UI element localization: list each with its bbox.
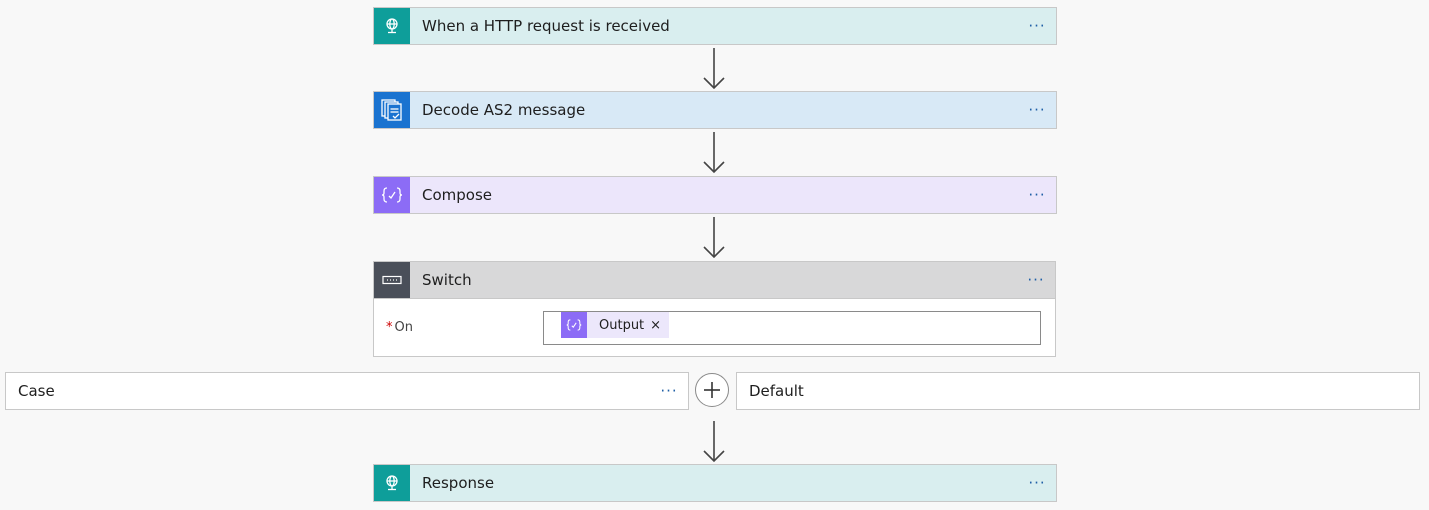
case-branch[interactable]: Case ···: [5, 372, 689, 410]
on-label-text: On: [394, 320, 413, 335]
step-title: Response: [422, 474, 495, 492]
step-title: When a HTTP request is received: [422, 17, 670, 35]
more-options-button[interactable]: ···: [660, 382, 678, 400]
more-options-button[interactable]: ···: [1028, 101, 1046, 119]
add-case-button[interactable]: [695, 373, 729, 407]
flow-arrow-icon: [703, 217, 725, 259]
step-http-request[interactable]: When a HTTP request is received ···: [373, 7, 1057, 45]
flow-arrow-icon: [703, 48, 725, 90]
switch-body: *On Output ×: [373, 299, 1056, 357]
more-options-button[interactable]: ···: [1028, 17, 1046, 35]
braces-icon: [374, 177, 410, 213]
step-decode-as2[interactable]: Decode AS2 message ···: [373, 91, 1057, 129]
braces-icon: [561, 312, 587, 338]
step-response[interactable]: Response ···: [373, 464, 1057, 502]
step-switch[interactable]: Switch ···: [373, 261, 1056, 299]
remove-token-button[interactable]: ×: [650, 317, 662, 333]
switch-icon: [374, 262, 410, 298]
on-input-field[interactable]: Output ×: [543, 311, 1041, 345]
on-label: *On: [386, 320, 413, 335]
output-token[interactable]: Output ×: [561, 312, 670, 338]
globe-icon: [374, 8, 410, 44]
required-marker: *: [386, 320, 393, 335]
flow-arrow-icon: [703, 421, 725, 463]
token-label: Output: [599, 317, 645, 333]
more-options-button[interactable]: ···: [1028, 474, 1046, 492]
step-title: Compose: [422, 186, 493, 204]
default-title: Default: [749, 382, 804, 400]
document-stack-icon: [374, 92, 410, 128]
step-title: Switch: [422, 271, 472, 289]
case-title: Case: [18, 382, 55, 400]
default-branch[interactable]: Default: [736, 372, 1420, 410]
step-title: Decode AS2 message: [422, 101, 586, 119]
flow-arrow-icon: [703, 132, 725, 174]
more-options-button[interactable]: ···: [1027, 271, 1045, 289]
step-compose[interactable]: Compose ···: [373, 176, 1057, 214]
globe-icon: [374, 465, 410, 501]
more-options-button[interactable]: ···: [1028, 186, 1046, 204]
plus-icon: [704, 382, 720, 398]
